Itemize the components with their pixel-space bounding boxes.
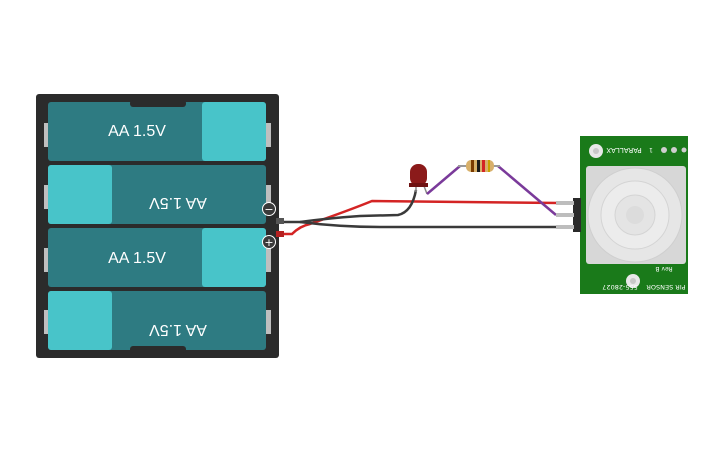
black-wire-sensor[interactable] <box>299 220 560 229</box>
led[interactable] <box>409 164 428 195</box>
battery-cell-1: AA 1.5V <box>44 100 271 161</box>
black-wire-led[interactable] <box>276 189 418 224</box>
battery-cell-4: AA 1.5V <box>44 291 271 353</box>
pir-brand: PARALLAX <box>606 146 642 154</box>
battery-cell-3: AA 1.5V <box>44 228 271 287</box>
positive-terminal-symbol: + <box>264 236 273 249</box>
battery-cell-2: AA 1.5V <box>44 165 271 224</box>
led-body <box>410 164 427 186</box>
pir-pin-mark: 1 <box>649 146 653 153</box>
wire-plug-positive <box>276 231 284 237</box>
pir-revision: Rev B <box>655 265 672 272</box>
positive-terminal[interactable]: + <box>262 235 276 250</box>
wire-plug-negative <box>276 218 284 224</box>
battery-label: AA 1.5V <box>108 123 166 140</box>
pir-sensor[interactable]: PARALLAX 1 Rev B PIR SENSOR 555-28027 <box>556 136 688 294</box>
pir-part-number: 555-28027 <box>602 283 637 291</box>
battery-label: AA 1.5V <box>149 194 207 211</box>
battery-label: AA 1.5V <box>108 250 166 267</box>
battery-pack[interactable]: AA 1.5V AA 1.5V AA 1.5V AA 1.5V <box>36 94 279 358</box>
resistor[interactable] <box>458 160 500 172</box>
negative-terminal[interactable]: − <box>262 202 276 217</box>
purple-wire-led-resistor[interactable] <box>426 165 461 195</box>
purple-wire-resistor-sensor[interactable] <box>497 165 557 216</box>
red-wire[interactable] <box>276 199 561 236</box>
battery-label: AA 1.5V <box>149 321 207 338</box>
negative-terminal-symbol: − <box>264 203 273 216</box>
pir-header <box>556 198 581 232</box>
pir-name: PIR SENSOR <box>646 283 686 291</box>
